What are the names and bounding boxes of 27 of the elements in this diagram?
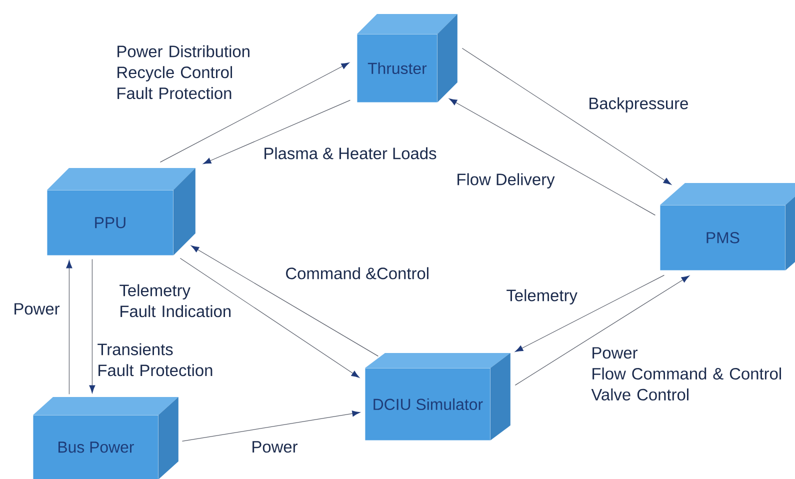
edge-label: Command &Control [286, 267, 428, 280]
arrow [89, 258, 96, 394]
block: Bus Power [33, 397, 178, 479]
edge-label: Power [14, 303, 60, 315]
edge-label: Plasma & Heater Loads [264, 147, 436, 160]
edge-label: Power [252, 441, 298, 453]
edge-label: Backpressure [590, 97, 688, 112]
block: DCIU Simulator [365, 353, 510, 440]
arrow [66, 260, 72, 394]
arrow [514, 276, 690, 386]
edge-label: Power Distribution Recycle Control Fault Protection [118, 45, 250, 100]
arrow [160, 62, 350, 162]
block: PPU [47, 168, 196, 256]
arrow [191, 246, 378, 356]
edge-label: Telemetry [506, 289, 578, 304]
edge-label: Telemetry Fault Indication [120, 284, 231, 318]
arrow [462, 48, 672, 185]
edge-label: Flow Delivery [458, 173, 555, 188]
arrow [182, 410, 360, 442]
arrow [203, 100, 350, 164]
arrow [515, 274, 664, 352]
block: PMS [660, 183, 795, 270]
edge-label: Transients Fault Protection [98, 343, 212, 376]
arrow [180, 258, 360, 378]
arrow [449, 98, 656, 216]
block: Thruster [357, 14, 458, 102]
edge-label: Power Flow Command & Control Valve Control [591, 347, 781, 400]
